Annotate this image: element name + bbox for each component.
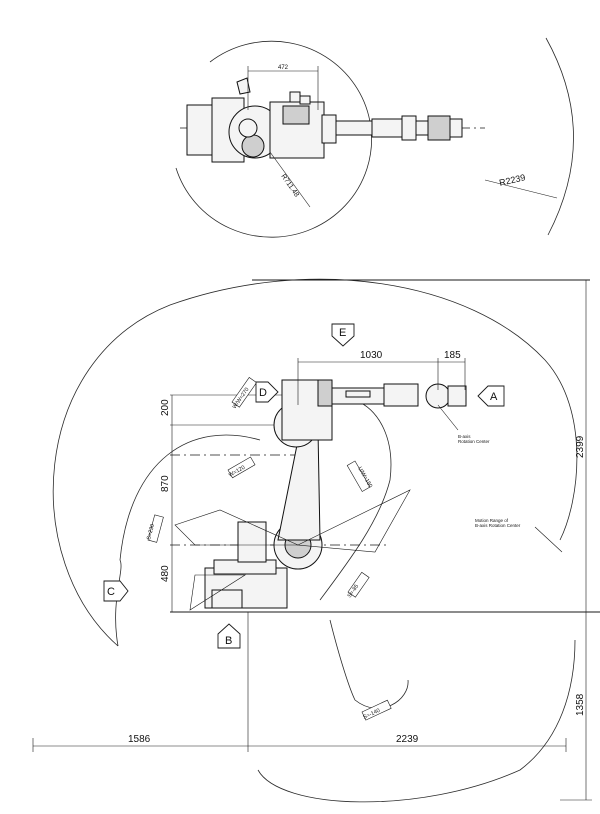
- side-base-foot: [211, 589, 243, 609]
- dim-472-text: 472: [278, 65, 289, 71]
- motion-range-note-2: B-axis Rotation Center: [475, 523, 521, 528]
- view-marker-a: A: [477, 385, 505, 407]
- top-wrist-head: [427, 115, 451, 141]
- top-forearm: [335, 120, 373, 136]
- top-wrist-ring: [401, 115, 417, 141]
- wedge-left: [174, 509, 299, 546]
- motion-range-outer-arc: [52, 278, 578, 647]
- dim-1030-text: 1030: [360, 350, 383, 361]
- b-axis-label: B-axis: [458, 434, 471, 439]
- dim-1586-text: 1586: [128, 734, 151, 745]
- top-view-outer-range-arc: [545, 37, 574, 236]
- top-view-robot: [186, 77, 463, 163]
- side-motor-s: [237, 521, 267, 563]
- top-view: 472 R711.48 R2239: [175, 37, 574, 238]
- motion-range-leader: [534, 526, 563, 553]
- side-view: 200 870 480: [32, 278, 600, 803]
- top-cable-clip: [236, 77, 251, 95]
- dim-1358-text: 1358: [575, 693, 586, 716]
- motion-range-inner-arc: [319, 399, 392, 601]
- top-view-inner-range-arc: [175, 40, 372, 238]
- motion-range-note-1: Motion Range of: [475, 518, 509, 523]
- dim-870-text: 870: [160, 475, 171, 492]
- view-marker-d: D: [255, 381, 279, 403]
- side-flange: [447, 385, 467, 407]
- svg-text:A: A: [490, 391, 498, 403]
- top-wrist-mount: [321, 114, 337, 144]
- view-marker-c: C: [103, 580, 129, 602]
- view-marker-e: E: [331, 323, 355, 347]
- side-forearm-tube: [383, 383, 419, 407]
- top-base-rear: [186, 104, 216, 156]
- motion-range-lower-arc: [257, 639, 576, 803]
- dim-200-text: 200: [160, 399, 171, 416]
- angle-labels: W/W=270 W=120 U/W=150 S=230 S=-85 S=-140: [146, 377, 392, 721]
- top-motor-u: [282, 105, 310, 125]
- angle-s230: S=230: [146, 523, 156, 540]
- svg-text:D: D: [259, 387, 267, 399]
- svg-text:B: B: [225, 635, 232, 647]
- r2239-leader: [484, 179, 558, 199]
- top-box-a: [289, 91, 301, 103]
- top-forearm-tube: [371, 118, 403, 138]
- svg-text:E: E: [339, 327, 346, 339]
- view-marker-b: B: [217, 623, 241, 649]
- side-nameplate: [345, 390, 371, 398]
- r2239-text: R2239: [498, 172, 526, 188]
- wedge-lower-left: [189, 574, 247, 611]
- top-wrist-neck: [415, 120, 429, 136]
- top-box-b: [299, 95, 311, 105]
- top-motor-s: [241, 134, 265, 158]
- r711-text: R711.48: [279, 173, 300, 198]
- b-axis-leader: [437, 404, 459, 431]
- top-joint: [238, 118, 258, 138]
- dim-185-text: 185: [444, 350, 461, 361]
- b-axis-sub: Rotation Center: [458, 439, 490, 444]
- svg-text:C: C: [107, 586, 115, 598]
- side-motor-u: [317, 379, 333, 407]
- side-view-robot: [204, 379, 467, 609]
- motion-range-lower-loop: [329, 619, 409, 709]
- r711-leader: [269, 151, 311, 208]
- dim-2239-text: 2239: [396, 734, 419, 745]
- dim-480-text: 480: [160, 565, 171, 582]
- top-flange: [449, 118, 463, 138]
- dim-2399-text: 2399: [575, 435, 586, 458]
- wedge-upper-right: [296, 489, 411, 553]
